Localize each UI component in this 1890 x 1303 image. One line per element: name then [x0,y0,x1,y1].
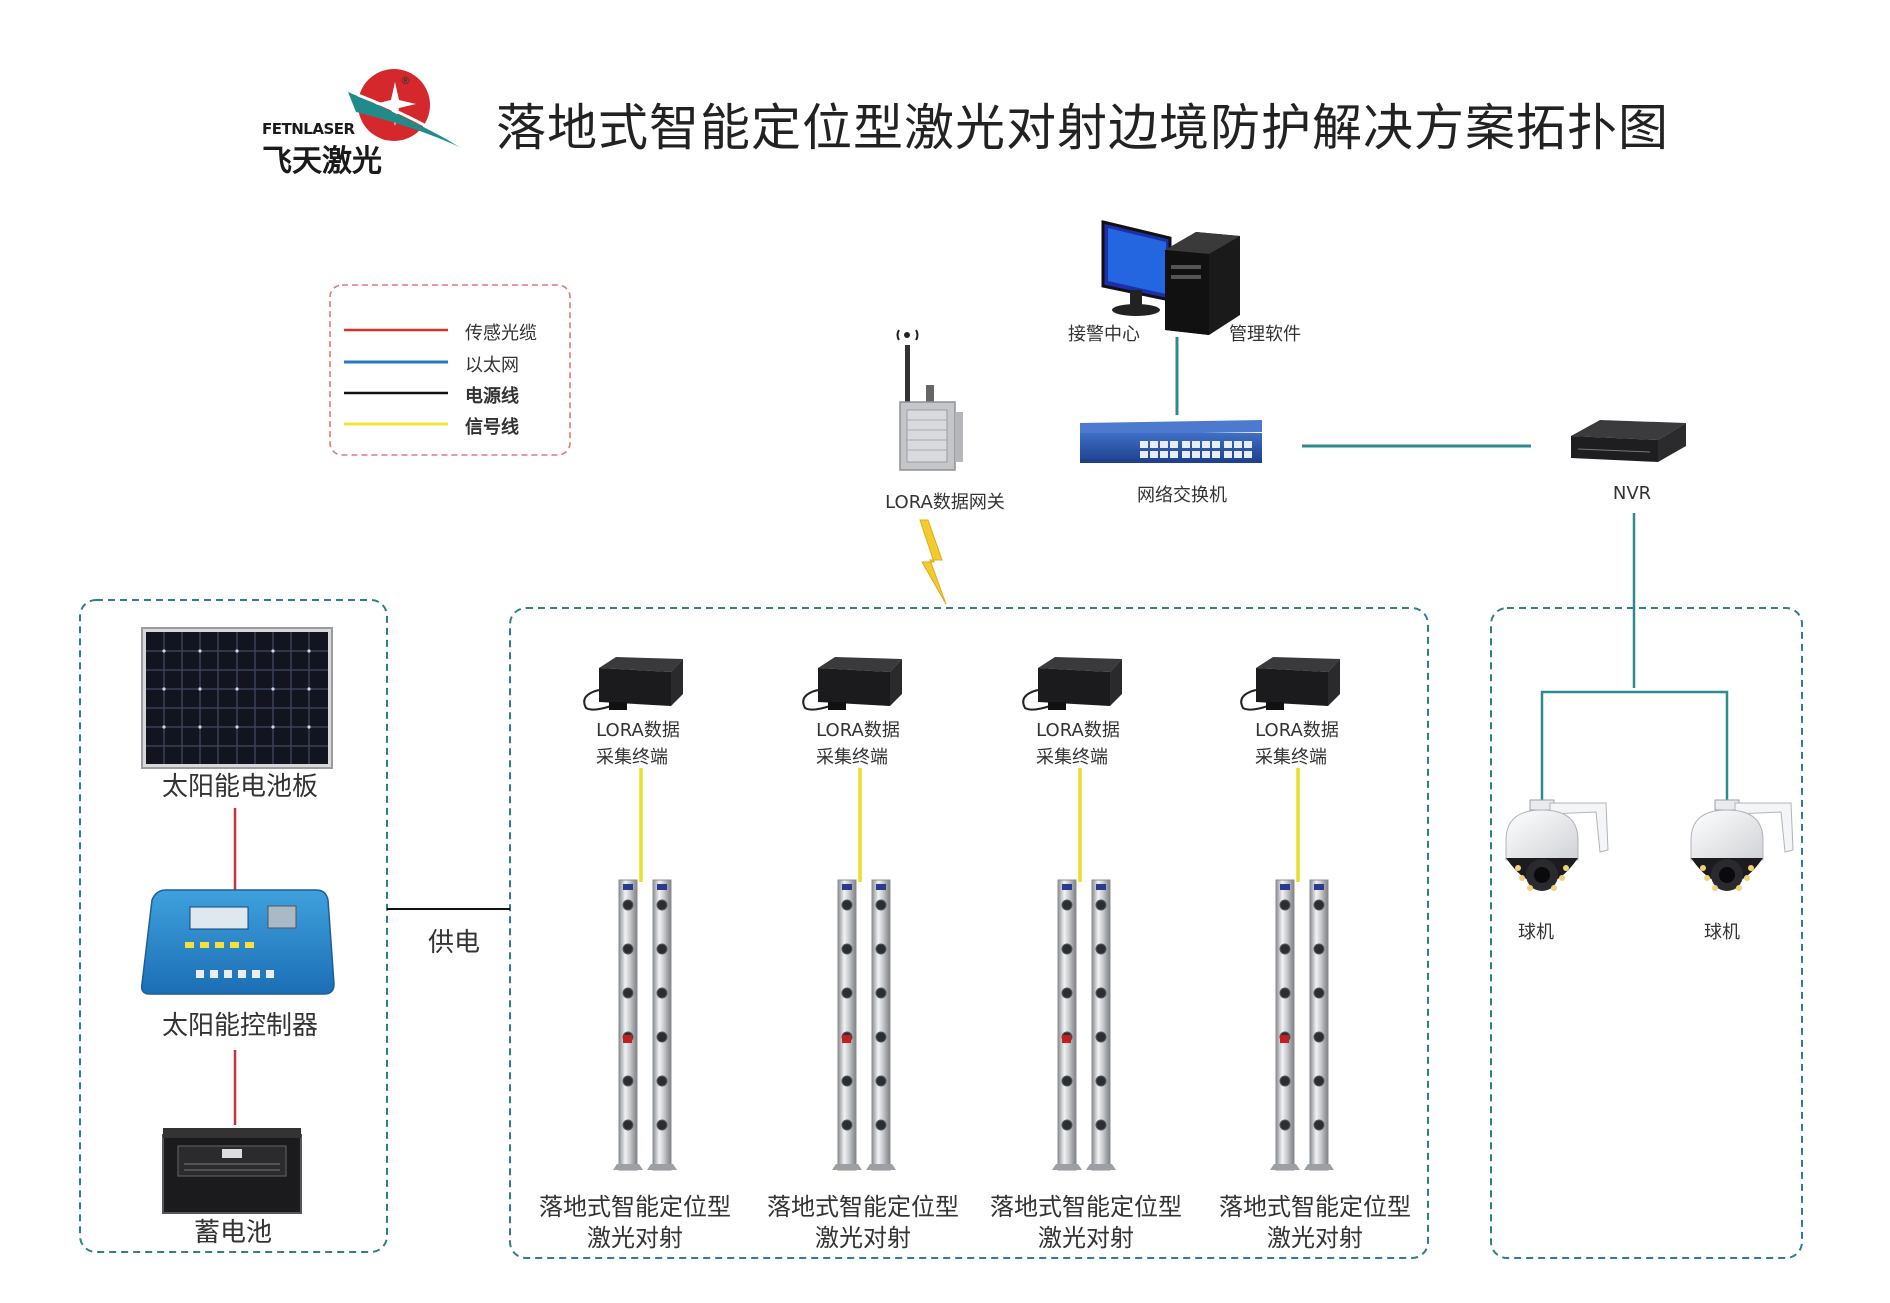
terminal-label-line2: 采集终端 [1255,747,1327,768]
power-supply-label: 供电 [428,928,481,958]
legend-label-power: 电源线 [465,386,519,407]
camera-group-box [1490,607,1803,1259]
logo-cn-text: 飞天激光 [262,144,382,179]
battery-label: 蓄电池 [193,1218,273,1248]
laser-post-pair-icon [1052,879,1116,1171]
network-switch-icon [1080,420,1262,463]
lora-gateway-label: LORA数据网关 [885,492,1005,513]
logo-en-text: FETNLASER [262,120,355,138]
laser-unit [583,657,683,1171]
laser-post-label-line1: 落地式智能定位型 [539,1193,731,1221]
laser-post-label-line1: 落地式智能定位型 [767,1193,959,1221]
lora-terminal-icon [1022,657,1122,711]
dome-camera-icon [1690,799,1794,891]
power-group-box [79,599,388,1253]
terminal-label-line1: LORA数据 [596,720,680,741]
laser-group-box [509,607,1429,1259]
camera-label: 球机 [1518,922,1554,943]
terminals-layer [583,657,1340,1171]
solar-panel-label: 太阳能电池板 [161,772,319,802]
nvr-icon [1571,420,1686,462]
terminal-label-line1: LORA数据 [1255,720,1339,741]
line-camera-branch [1540,690,1729,800]
switch-label: 网络交换机 [1137,485,1227,506]
legend-box [329,284,571,456]
legend-label-ethernet: 以太网 [465,355,519,376]
terminal-label-line2: 采集终端 [596,747,668,768]
laser-post-label-line1: 落地式智能定位型 [990,1193,1182,1221]
logo-registered-mark: ® [400,74,411,87]
lora-terminal-icon [1240,657,1340,711]
legend-label-signal: 信号线 [465,417,519,438]
legend-label-fiber: 传感光缆 [465,323,537,344]
solar-controller-icon [140,889,335,995]
laser-post-pair-icon [1270,879,1334,1171]
laser-unit [802,657,902,1171]
management-software-label: 管理软件 [1229,324,1301,345]
page-title: 落地式智能定位型激光对射边境防护解决方案拓扑图 [496,99,1669,157]
wireless-bolt-icon [919,519,947,605]
laser-post-label-line2: 激光对射 [1038,1224,1134,1252]
laser-post-label-line2: 激光对射 [1267,1224,1363,1252]
laser-post-pair-icon [832,879,896,1171]
dome-camera-icon [1505,799,1609,891]
laser-unit [1240,657,1340,1171]
laser-post-label-line1: 落地式智能定位型 [1219,1193,1411,1221]
solar-panel-icon [141,627,333,769]
camera-label: 球机 [1704,922,1740,943]
lora-terminal-icon [802,657,902,711]
nvr-label: NVR [1612,483,1652,504]
laser-post-label-line2: 激光对射 [587,1224,683,1252]
terminal-label-line2: 采集终端 [1036,747,1108,768]
alarm-center-label: 接警中心 [1068,324,1140,345]
terminal-label-line1: LORA数据 [816,720,900,741]
lora-terminal-icon [583,657,683,711]
solar-controller-label: 太阳能控制器 [161,1011,319,1041]
battery-icon [162,1128,302,1214]
terminal-label-line2: 采集终端 [816,747,888,768]
laser-post-pair-icon [613,879,677,1171]
laser-unit [1022,657,1122,1171]
brand-logo [348,69,471,154]
laser-post-label-line2: 激光对射 [815,1224,911,1252]
terminal-label-line1: LORA数据 [1036,720,1120,741]
pc-icon [1101,220,1240,335]
lora-gateway-icon [896,329,963,471]
